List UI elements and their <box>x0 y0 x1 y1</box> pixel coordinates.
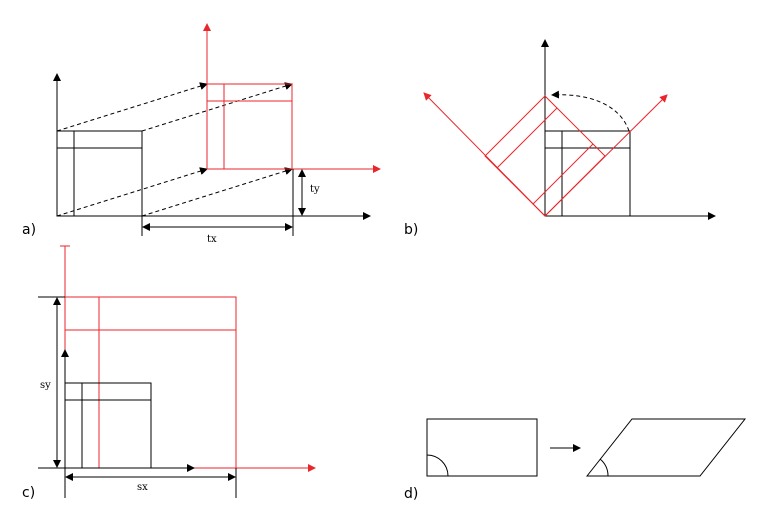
b-panel-label: b) <box>404 222 418 238</box>
panel-c-scaling: sy sx c) <box>22 245 316 501</box>
c-sy-label: sy <box>40 380 51 391</box>
d-right-angle-arc <box>426 454 449 477</box>
b-original-square <box>544 130 631 217</box>
c-sx-label: sx <box>137 482 148 493</box>
a-panel-label: a) <box>22 222 36 238</box>
a-original-square <box>56 130 143 217</box>
c-panel-label: c) <box>22 485 35 501</box>
a-translation-dash-2 <box>141 82 293 132</box>
b-rotation-arc <box>551 90 630 132</box>
d-original-rectangle <box>426 418 538 477</box>
a-translation-dash-4 <box>141 167 293 217</box>
a-translated-square <box>206 83 293 170</box>
panel-a-translation: tx ty a) <box>22 23 381 245</box>
b-rotated-square <box>484 95 606 217</box>
a-translation-dash-1 <box>56 82 208 132</box>
a-ty-label: ty <box>310 184 320 195</box>
d-sheared-parallelogram <box>585 418 747 477</box>
c-original-square <box>64 382 152 469</box>
b-rotated-line-1 <box>532 143 594 205</box>
d-sheared-angle-arc <box>599 458 609 477</box>
b-rotated-line-2 <box>496 107 558 169</box>
panel-d-shear: d) <box>404 418 747 502</box>
a-translation-dash-3 <box>56 167 208 217</box>
d-panel-label: d) <box>404 486 418 502</box>
panel-b-rotation: b) <box>404 39 716 238</box>
a-tx-label: tx <box>207 234 217 245</box>
